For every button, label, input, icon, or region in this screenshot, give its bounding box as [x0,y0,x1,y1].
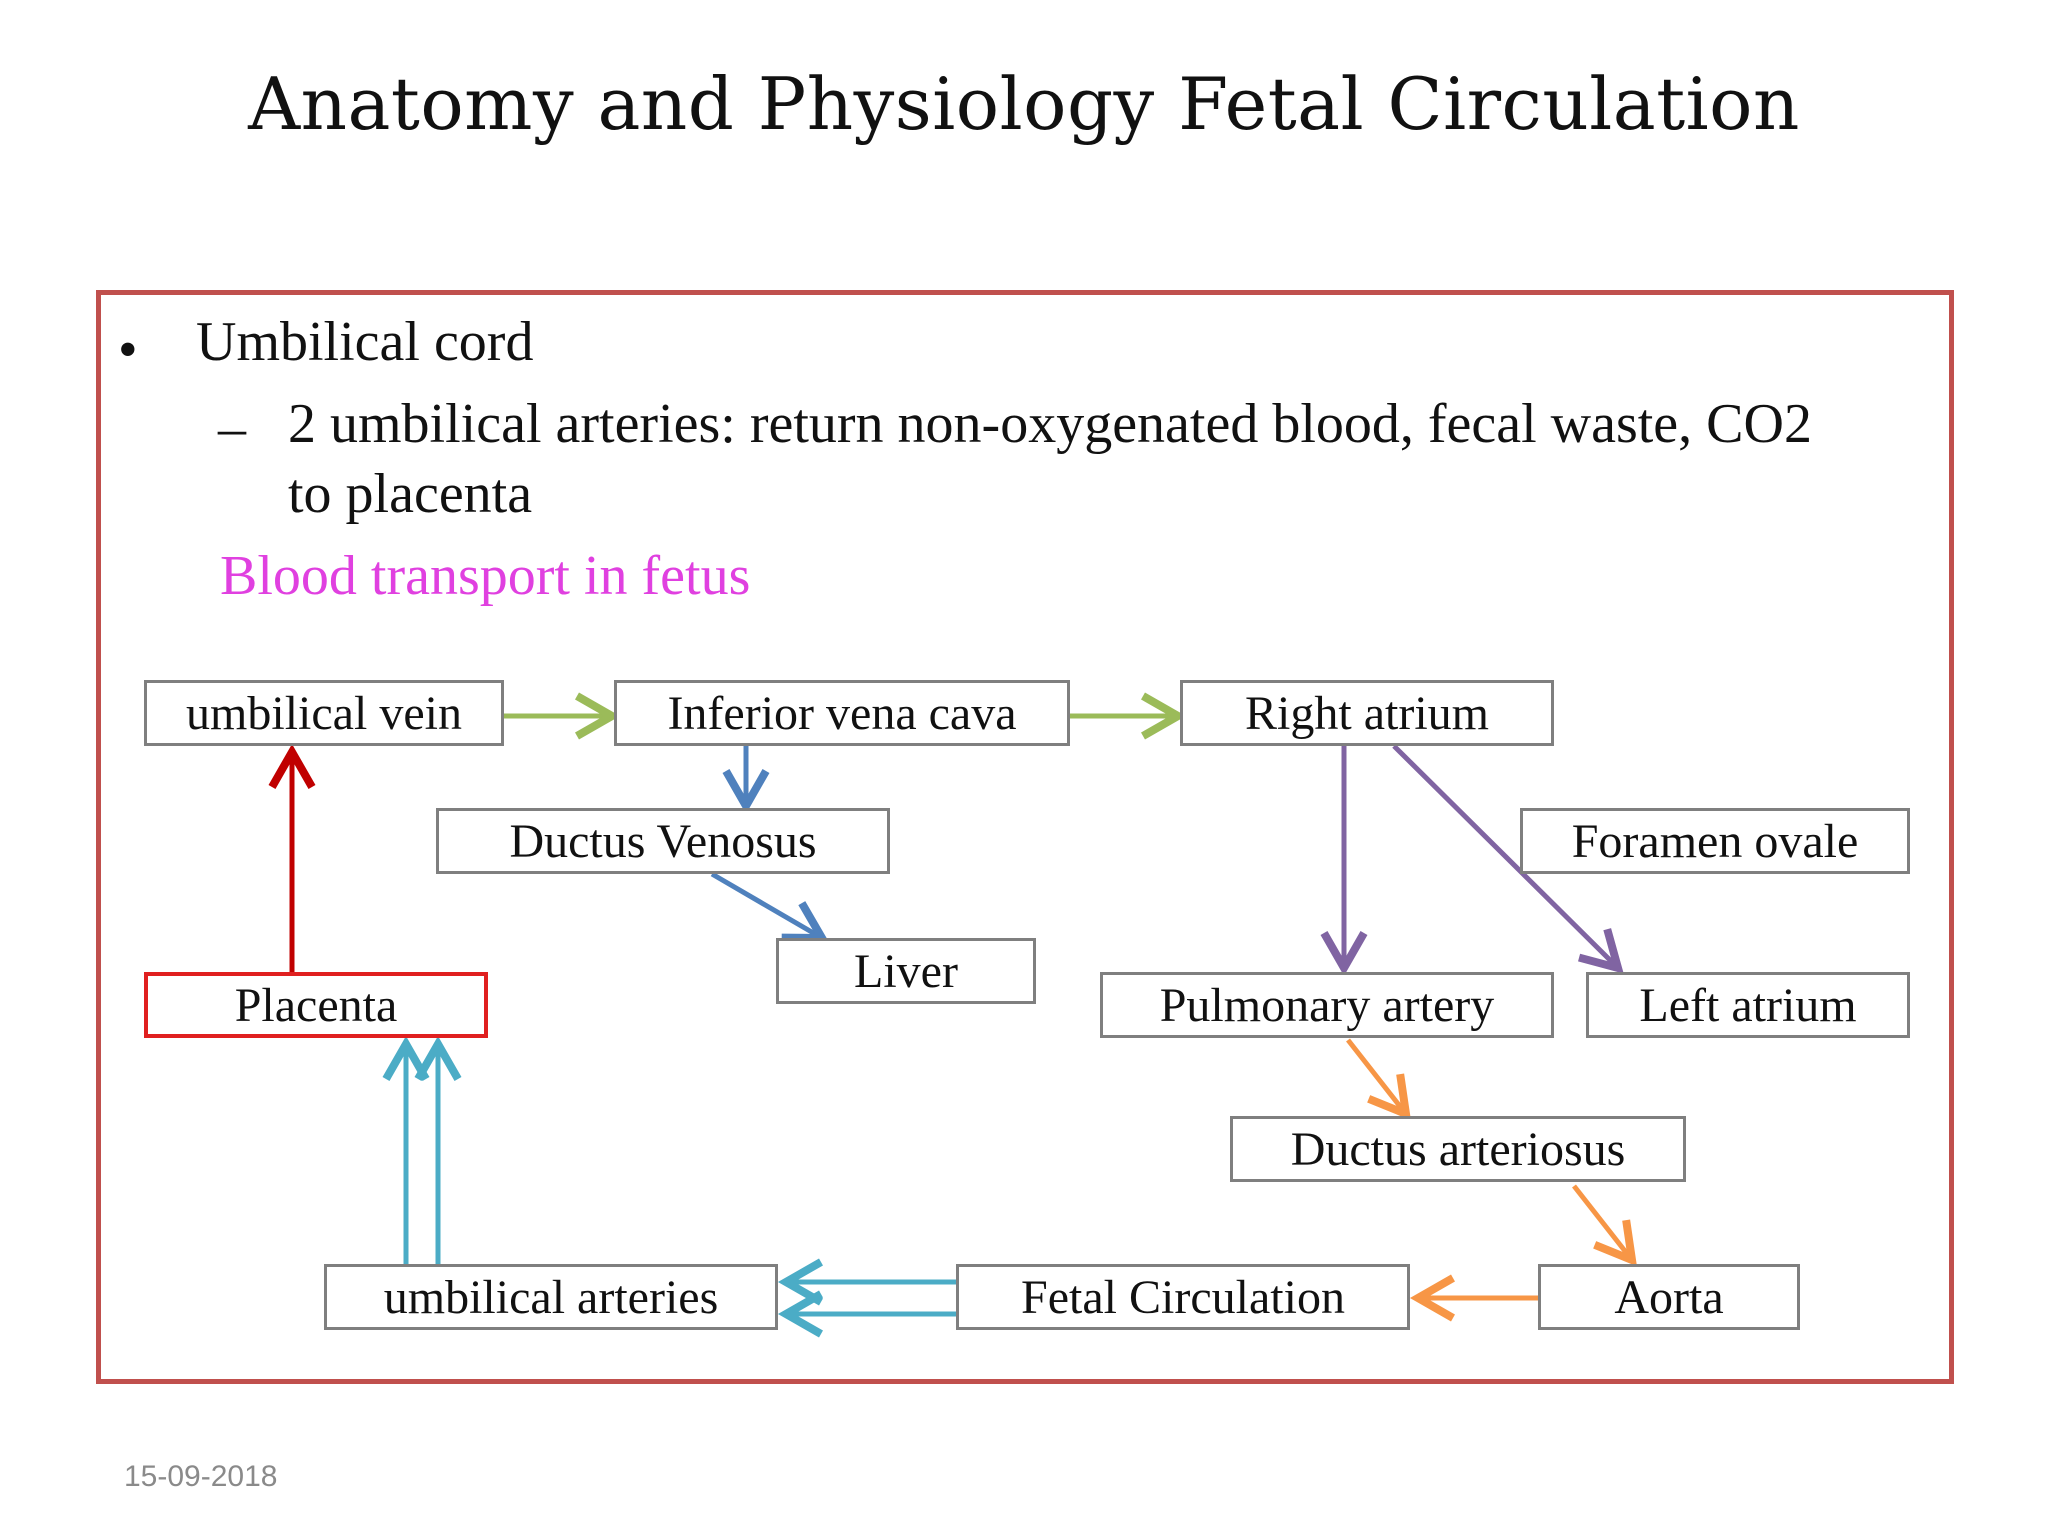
node-umbilical-arteries: umbilical arteries [324,1264,778,1330]
arrow-pulmonary-to-ductus-arteriosus [1346,1038,1411,1121]
arrow-right-atrium-to-left-atrium [1392,744,1624,974]
node-umbilical-vein: umbilical vein [144,680,504,746]
sub-bullet-marker: – [218,397,246,459]
diagram-heading: Blood transport in fetus [220,545,751,607]
node-inferior-vena-cava: Inferior vena cava [614,680,1070,746]
node-pulmonary-artery: Pulmonary artery [1100,972,1554,1038]
arrow-ductus-venosus-to-liver [710,871,829,943]
bullet-umbilical-cord: Umbilical cord [196,311,534,373]
slide-date: 15-09-2018 [124,1460,278,1493]
content-frame [96,290,1954,1384]
arrow-ductus-arteriosus-to-aorta [1572,1184,1637,1267]
node-liver: Liver [776,938,1036,1004]
sub-bullet-line-1: 2 umbilical arteries: return non-oxygena… [288,393,1812,455]
sub-bullet-line-2: to placenta [288,463,533,525]
node-left-atrium: Left atrium [1586,972,1910,1038]
node-fetal-circulation: Fetal Circulation [956,1264,1410,1330]
node-aorta: Aorta [1538,1264,1800,1330]
node-right-atrium: Right atrium [1180,680,1554,746]
bullet-marker: • [118,319,138,381]
slide-title: Anatomy and Physiology Fetal Circulation [248,62,1800,146]
node-ductus-arteriosus: Ductus arteriosus [1230,1116,1686,1182]
node-placenta: Placenta [144,972,488,1038]
node-ductus-venosus: Ductus Venosus [436,808,890,874]
node-foramen-ovale: Foramen ovale [1520,808,1910,874]
